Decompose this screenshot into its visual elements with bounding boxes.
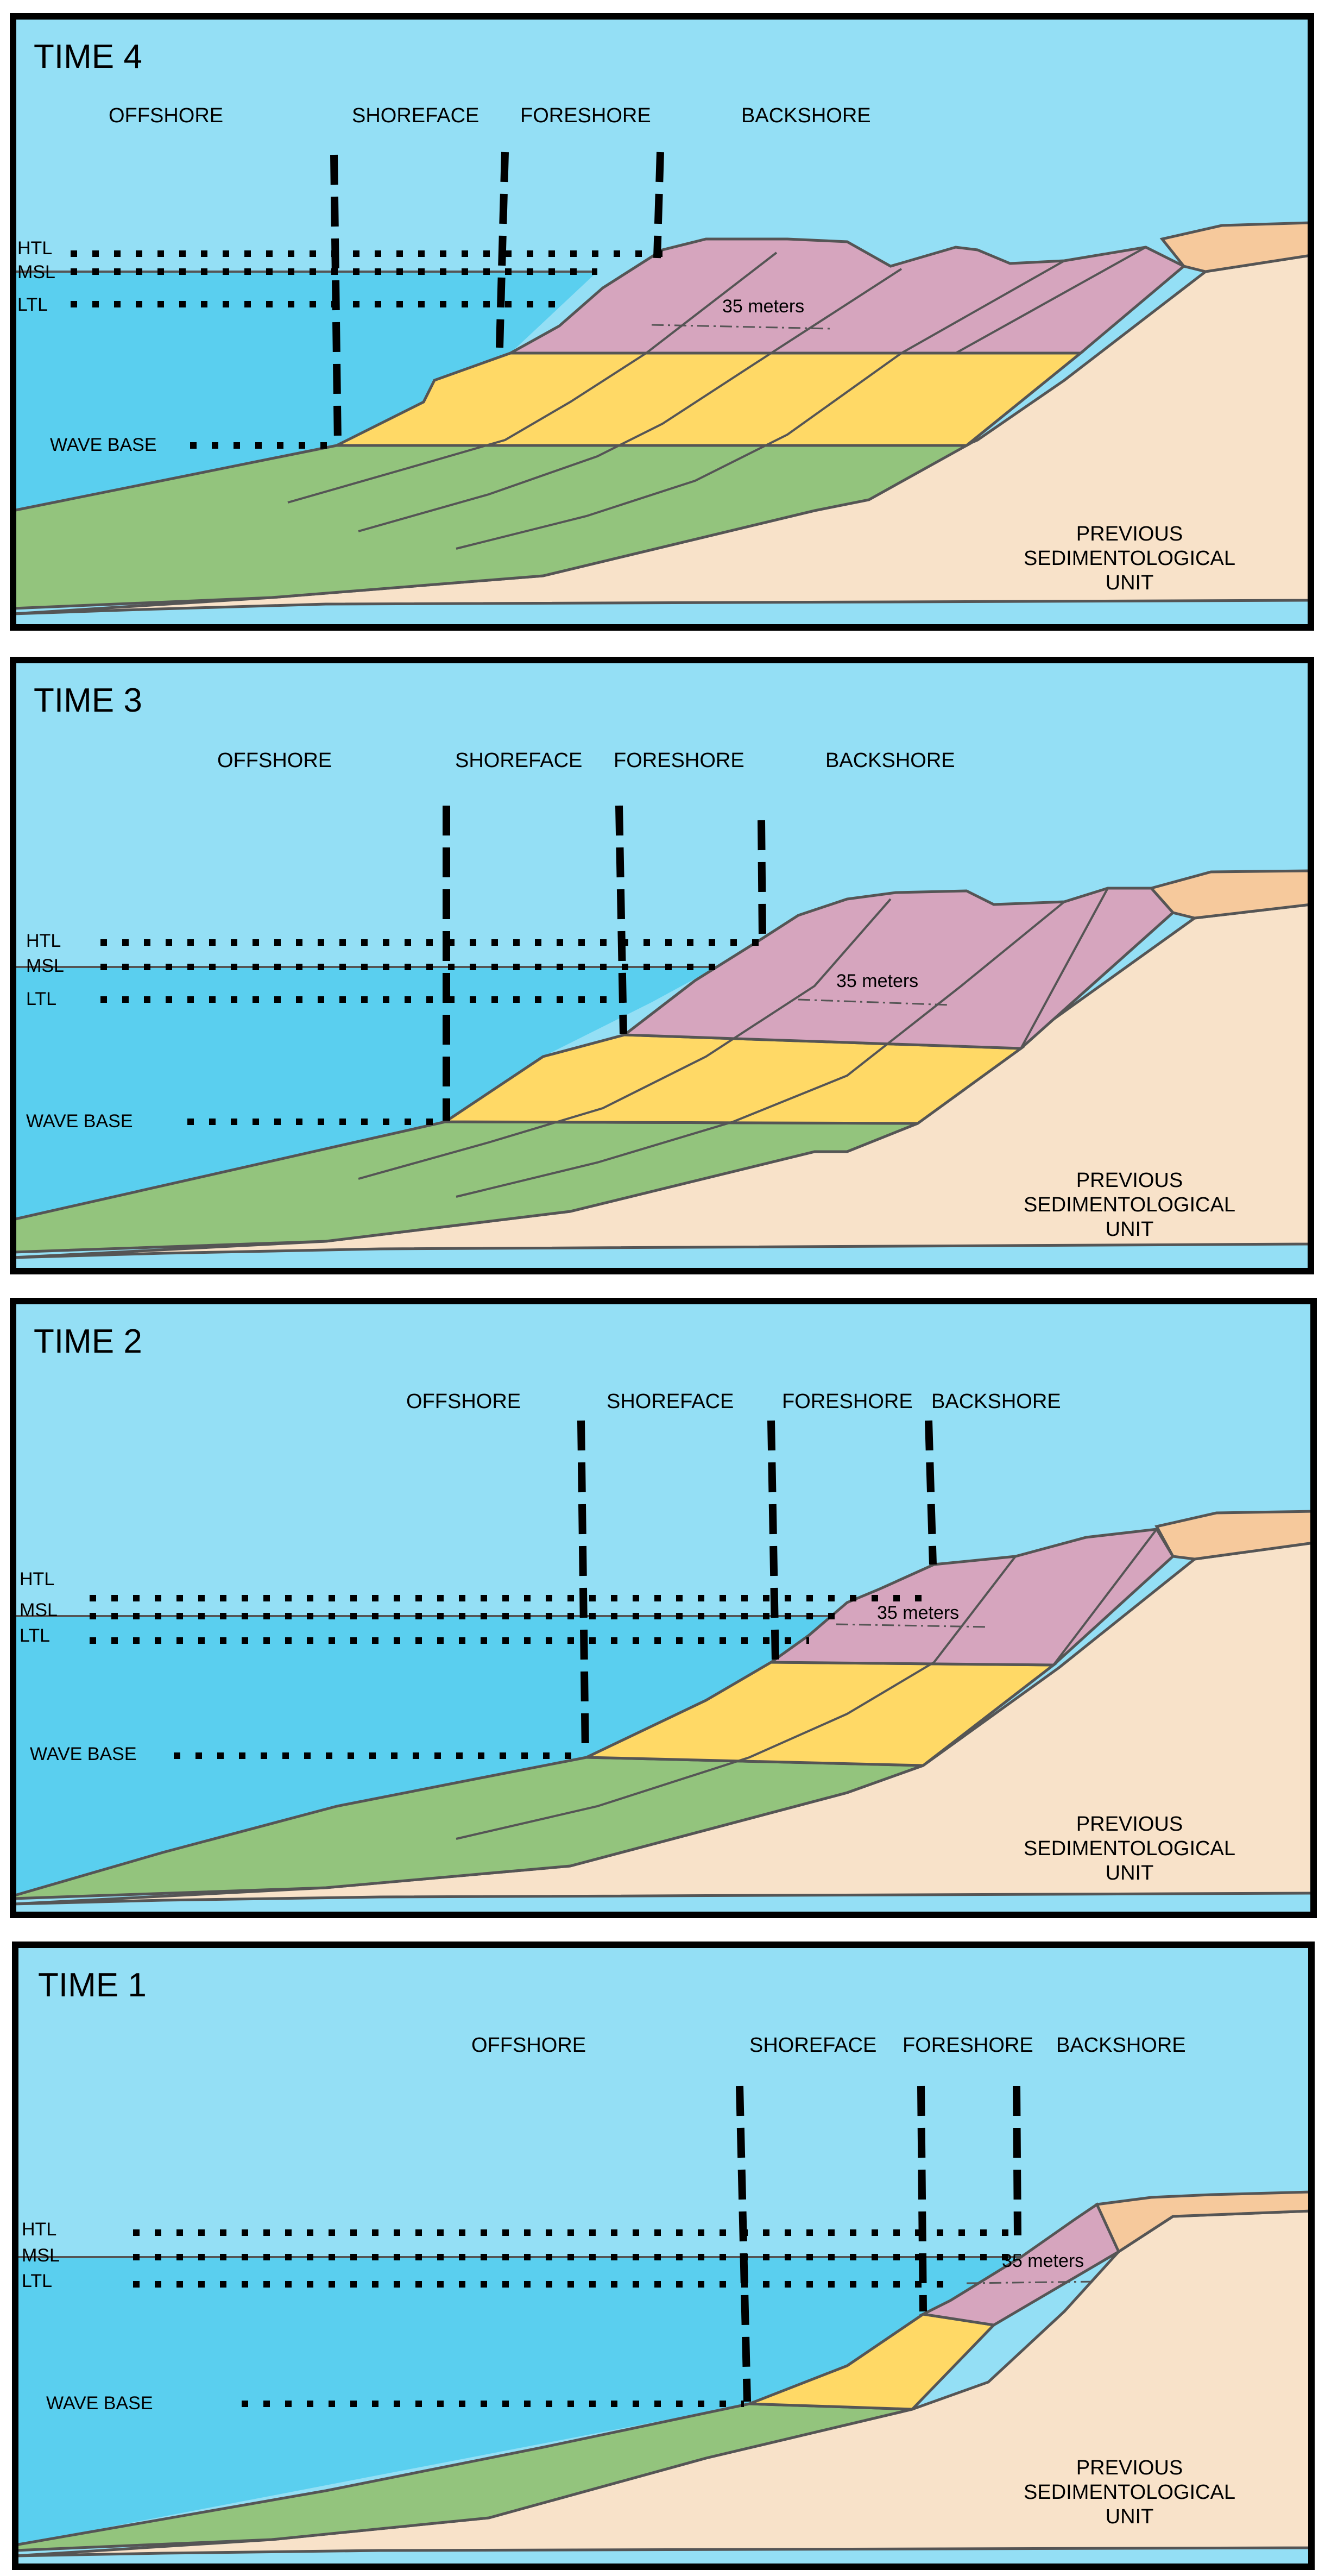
unit-label-line-3: UNIT xyxy=(1106,1218,1154,1241)
clinoform-line xyxy=(1052,1528,1158,1666)
zone-label-shoreface: SHOREFACE xyxy=(749,2034,876,2057)
clinoform-line xyxy=(287,252,778,504)
unit-label-line-2: SEDIMENTOLOGICAL xyxy=(1024,1837,1235,1860)
offshore-shoreface-boundary xyxy=(736,2085,751,2402)
foreshore-backshore-boundary xyxy=(925,1420,937,1565)
sea xyxy=(15,2257,1021,2545)
wave-base-label: WAVE BASE xyxy=(30,1744,137,1764)
sea xyxy=(13,1616,847,1896)
unit-label-line-1: PREVIOUS xyxy=(1076,523,1183,545)
offshore-sediment xyxy=(14,2402,913,2552)
panel-frame xyxy=(10,13,1314,631)
htl-label: HTL xyxy=(20,1569,54,1589)
clinoform-lines xyxy=(456,1528,1158,1840)
ltl-label: LTL xyxy=(20,1625,50,1646)
msl-label: MSL xyxy=(17,262,55,282)
htl-label: HTL xyxy=(26,931,61,951)
time-label: TIME 2 xyxy=(34,1323,142,1360)
foreshore-backshore-boundary xyxy=(758,820,766,938)
panel-time-1: TIME 1 OFFSHORE SHOREFACE FORESHORE BACK… xyxy=(12,1942,1315,2570)
zone-label-foreshore: FORESHORE xyxy=(520,104,651,127)
wave-base-label: WAVE BASE xyxy=(50,435,157,455)
backshore-sediment xyxy=(505,237,1187,355)
time-label: TIME 4 xyxy=(34,38,142,76)
panel-frame xyxy=(12,1942,1315,2570)
foreshore-backshore-boundary xyxy=(1013,2085,1021,2236)
backshore-sediment xyxy=(918,2202,1121,2327)
foreshore-backshore-boundary xyxy=(653,152,664,259)
unit-label-line-2: SEDIMENTOLOGICAL xyxy=(1024,1193,1235,1216)
clinoform-line xyxy=(456,901,1065,1198)
unit-label-line-1: PREVIOUS xyxy=(1076,1169,1183,1192)
panel-time-2: TIME 2 OFFSHORE SHOREFACE FORESHORE BACK… xyxy=(10,1298,1317,1918)
time-label: TIME 1 xyxy=(38,1966,147,2004)
time-label: TIME 3 xyxy=(34,682,142,719)
measurement-line xyxy=(798,998,951,1006)
htl-label: HTL xyxy=(22,2219,56,2240)
clinoform-line xyxy=(955,246,1146,354)
panel-time-4: TIME 4 OFFSHORE SHOREFACE FORESHORE BACK… xyxy=(10,13,1314,631)
clinoform-line xyxy=(456,1555,1017,1840)
sea xyxy=(13,272,597,511)
ltl-label: LTL xyxy=(17,294,48,315)
msl-label: MSL xyxy=(22,2245,60,2266)
unit-label-line-3: UNIT xyxy=(1106,2505,1154,2528)
zone-label-foreshore: FORESHORE xyxy=(614,749,744,772)
measurement-label: 35 meters xyxy=(836,971,918,991)
measurement-label: 35 meters xyxy=(877,1603,959,1623)
unit-label-line-3: UNIT xyxy=(1106,1862,1154,1884)
htl-label: HTL xyxy=(17,238,52,259)
shoreface-foreshore-boundary xyxy=(615,805,627,1034)
unit-label-line-2: SEDIMENTOLOGICAL xyxy=(1024,2481,1235,2504)
msl-label: MSL xyxy=(26,956,64,976)
zone-label-shoreface: SHOREFACE xyxy=(455,749,582,772)
zone-label-offshore: OFFSHORE xyxy=(406,1390,521,1413)
zone-label-backshore: BACKSHORE xyxy=(931,1390,1061,1413)
measurement-line xyxy=(651,324,831,330)
unit-label-line-1: PREVIOUS xyxy=(1076,2456,1183,2479)
zone-label-backshore: BACKSHORE xyxy=(825,749,955,772)
zone-label-foreshore: FORESHORE xyxy=(903,2034,1033,2057)
clinoform-line xyxy=(1020,888,1109,1049)
unit-label-line-1: PREVIOUS xyxy=(1076,1813,1183,1836)
clinoform-line xyxy=(456,260,1065,550)
zone-label-foreshore: FORESHORE xyxy=(782,1390,913,1413)
measurement-label: 35 meters xyxy=(722,296,804,317)
zone-label-offshore: OFFSHORE xyxy=(217,749,332,772)
zone-label-backshore: BACKSHORE xyxy=(1056,2034,1186,2057)
offshore-shoreface-boundary xyxy=(577,1420,589,1755)
wave-base-label: WAVE BASE xyxy=(46,2393,153,2414)
zone-label-backshore: BACKSHORE xyxy=(741,104,871,127)
panel-frame xyxy=(10,1298,1317,1918)
measurement-line xyxy=(836,1623,989,1628)
backshore-sediment xyxy=(620,887,1175,1050)
shoreface-foreshore-boundary xyxy=(496,152,509,348)
panel-time-3: TIME 3 OFFSHORE SHOREFACE FORESHORE BACK… xyxy=(10,657,1314,1274)
clinoform-line xyxy=(358,268,903,532)
measurement-label: 35 meters xyxy=(1002,2251,1084,2271)
clinoform-line xyxy=(358,898,892,1180)
msl-label: MSL xyxy=(20,1600,58,1620)
ltl-label: LTL xyxy=(26,989,56,1009)
unit-label-line-2: SEDIMENTOLOGICAL xyxy=(1024,547,1235,570)
measurement-line xyxy=(966,2280,1097,2284)
clinoform-lines xyxy=(358,888,1109,1198)
offshore-shoreface-boundary xyxy=(330,154,342,445)
zone-label-shoreface: SHOREFACE xyxy=(607,1390,734,1413)
panel-frame xyxy=(10,657,1314,1274)
zone-label-offshore: OFFSHORE xyxy=(471,2034,586,2057)
sea xyxy=(13,967,717,1220)
wave-base-label: WAVE BASE xyxy=(26,1111,133,1132)
zone-label-offshore: OFFSHORE xyxy=(109,104,223,127)
shoreface-foreshore-boundary xyxy=(917,2085,927,2312)
unit-label-line-3: UNIT xyxy=(1106,571,1154,594)
clinoform-lines xyxy=(287,246,1146,550)
ltl-label: LTL xyxy=(22,2271,52,2291)
zone-label-shoreface: SHOREFACE xyxy=(352,104,479,127)
